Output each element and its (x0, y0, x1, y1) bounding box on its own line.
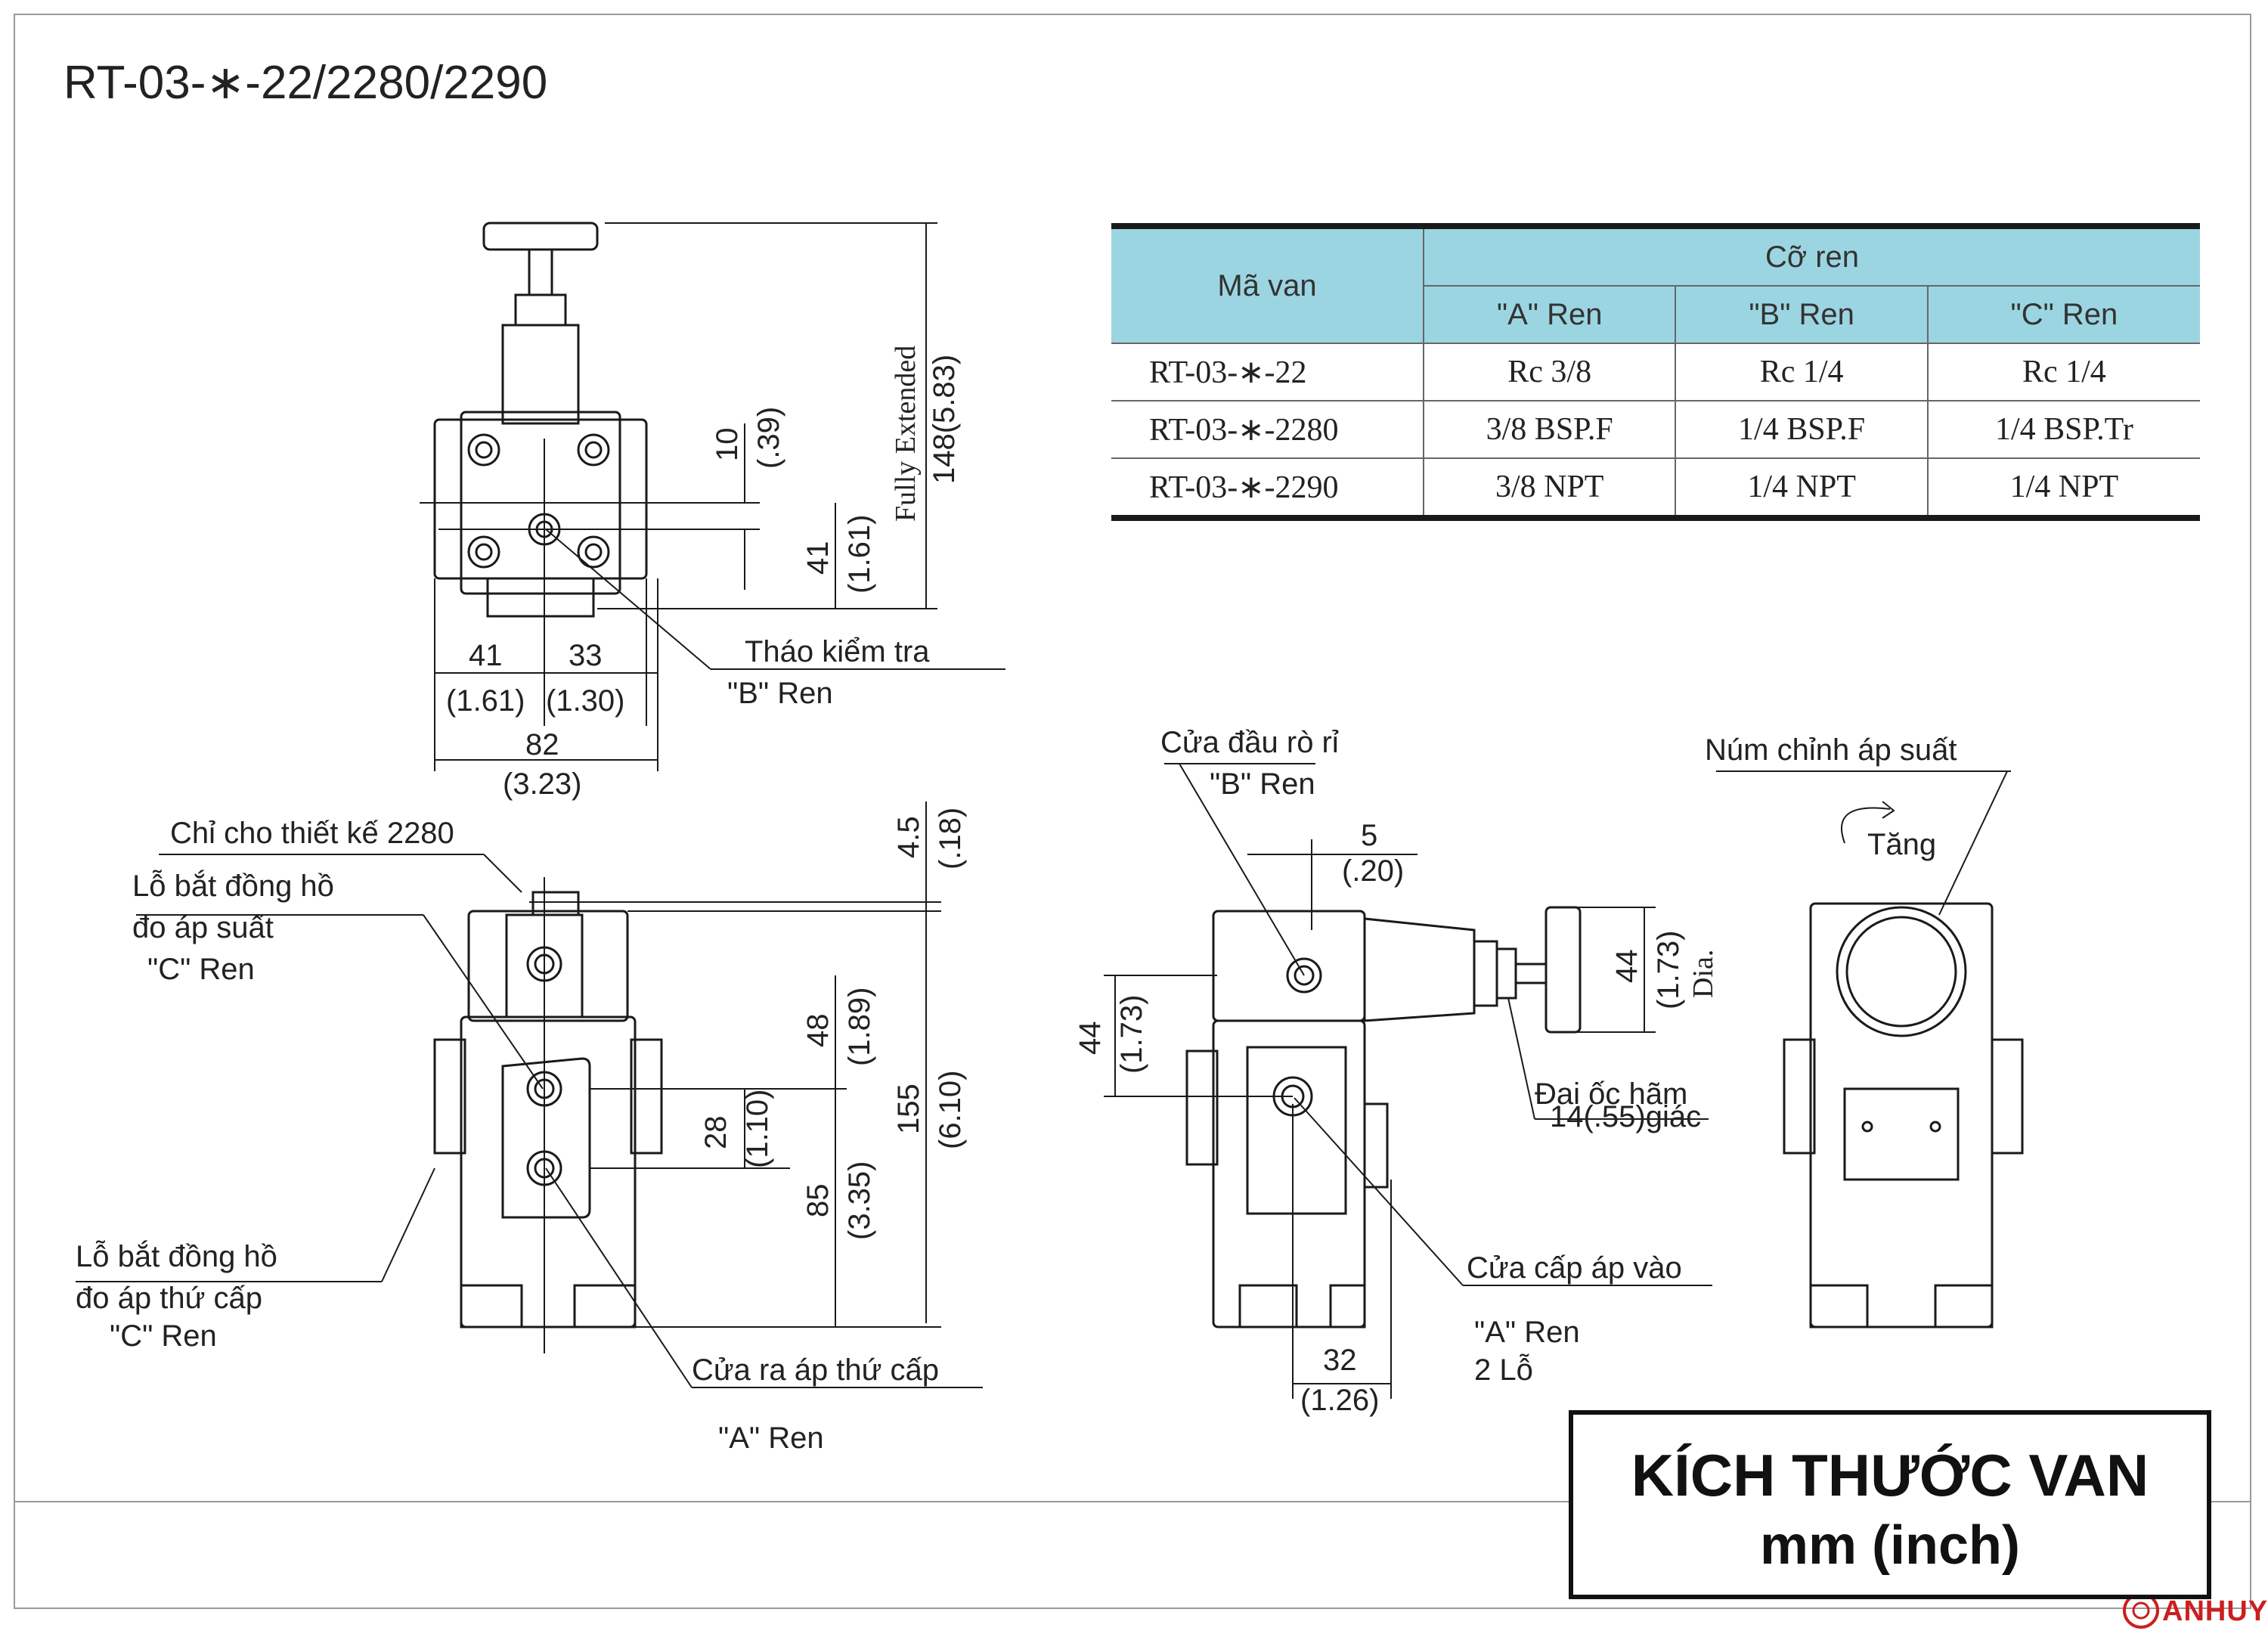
b-thread-cell: 1/4 BSP.F (1675, 400, 1929, 459)
dim-610: (6.10) (934, 1071, 967, 1150)
dim-189: (1.89) (843, 987, 876, 1067)
front-view (76, 801, 983, 1388)
dim-41-vertical: 41 (801, 541, 835, 575)
dim-110: (1.10) (741, 1090, 774, 1169)
dia-label: Dia. (1687, 950, 1719, 998)
c-thread-column-header: "C" Ren (1926, 285, 2200, 344)
thread-group-header: Cỡ ren (1423, 225, 2200, 287)
model-cell: RT-03-∗-2280 (1111, 400, 1424, 459)
c-thread-cell: 1/4 NPT (1926, 457, 2200, 519)
model-cell: RT-03-∗-2290 (1111, 457, 1424, 519)
dim-155: 155 (892, 1084, 925, 1134)
c-thread-cell: Rc 1/4 (1926, 343, 2200, 401)
dim-173: (1.73) (1652, 931, 1685, 1010)
back-view (1716, 770, 2024, 1329)
lock-nut-label-1: Đai ốc hãm (1535, 1077, 1687, 1111)
increase-label: Tăng (1867, 828, 1936, 861)
inlet-a-thread-label: "A" Ren (1474, 1316, 1580, 1349)
secondary-gauge-label-2: đo áp thứ cấp (76, 1282, 262, 1315)
dim-48: 48 (801, 1014, 835, 1048)
thread-size-table: Mã van Cỡ ren "A" Ren "B" Ren "C" Ren RT… (1111, 223, 2200, 521)
dim-148: 148(5.83) (928, 355, 961, 484)
inlet-holes-label: 2 Lỗ (1474, 1353, 1533, 1387)
knob-label: Núm chỉnh áp suất (1705, 733, 1957, 767)
dim-323: (3.23) (503, 767, 582, 801)
dim-85: 85 (801, 1184, 835, 1218)
dim-173-left: (1.73) (1115, 995, 1148, 1074)
dim-45: 4.5 (892, 816, 925, 858)
secondary-gauge-label-1: Lỗ bắt đồng hồ (76, 1239, 277, 1273)
gauge-hole-label-1: Lỗ bắt đồng hồ (132, 869, 334, 903)
gauge-hole-label-2: đo áp suất (132, 911, 274, 944)
dim-82: 82 (525, 728, 559, 761)
dim-44-left: 44 (1074, 1022, 1107, 1056)
gauge-c-thread-label: "C" Ren (147, 953, 255, 986)
dim-335: (3.35) (843, 1161, 876, 1241)
dim-126: (1.26) (1300, 1384, 1380, 1417)
table-row: RT-03-∗-2290 3/8 NPT 1/4 NPT 1/4 NPT (1111, 457, 2200, 519)
b-thread-cell: Rc 1/4 (1675, 343, 1929, 401)
top-view (420, 222, 1005, 771)
company-logo-text: ANHUY (2162, 1595, 2268, 1627)
dim-020: (.20) (1342, 854, 1404, 888)
a-thread-cell: 3/8 BSP.F (1422, 400, 1677, 459)
outlet-label: Cửa ra áp thứ cấp (692, 1353, 939, 1387)
b-thread-column-header: "B" Ren (1675, 285, 1929, 344)
outlet-a-thread-label: "A" Ren (718, 1422, 824, 1455)
drain-b-thread-label: "B" Ren (1210, 767, 1315, 801)
page-frame (14, 14, 2251, 1609)
dim-130: (1.30) (546, 684, 625, 718)
dim-10: 10 (711, 428, 744, 462)
side-view (1104, 763, 1712, 1399)
b-thread-label: "B" Ren (727, 677, 833, 710)
model-cell: RT-03-∗-22 (1111, 343, 1424, 401)
table-row: RT-03-∗-22 Rc 3/8 Rc 1/4 Rc 1/4 (1111, 343, 2200, 401)
dimension-title: KÍCH THƯỚC VAN (1631, 1442, 2149, 1508)
dim-33: 33 (569, 639, 603, 672)
inlet-label: Cửa cấp áp vào (1467, 1251, 1682, 1285)
dim-039: (.39) (752, 407, 785, 469)
dim-41: 41 (469, 639, 503, 672)
table-row: RT-03-∗-2280 3/8 BSP.F 1/4 BSP.F 1/4 BSP… (1111, 400, 2200, 459)
drain-port-label: Cửa đầu rò rỉ (1160, 726, 1339, 759)
model-column-header: Mã van (1111, 225, 1424, 344)
b-thread-cell: 1/4 NPT (1675, 457, 1929, 519)
a-thread-column-header: "A" Ren (1424, 285, 1677, 344)
page-title: RT-03-∗-22/2280/2290 (64, 57, 548, 109)
lock-nut-label-2: 14(.55)giác (1550, 1100, 1701, 1133)
a-thread-cell: Rc 3/8 (1422, 343, 1677, 401)
footer-separator (14, 1501, 2251, 1502)
a-thread-cell: 3/8 NPT (1422, 457, 1677, 519)
check-plug-label: Tháo kiểm tra (745, 635, 930, 668)
dimension-box: KÍCH THƯỚC VAN mm (inch) (1569, 1410, 2211, 1599)
dim-018: (.18) (934, 808, 967, 870)
dim-161: (1.61) (446, 684, 525, 718)
dim-161-vertical: (1.61) (843, 515, 876, 594)
dim-fully-extended: Fully Extended (890, 346, 922, 522)
dim-5: 5 (1361, 819, 1377, 852)
dim-28: 28 (699, 1116, 733, 1150)
dimension-unit: mm (inch) (1759, 1515, 2020, 1576)
c-thread-cell: 1/4 BSP.Tr (1926, 400, 2200, 459)
only-2280-label: Chỉ cho thiết kế 2280 (170, 817, 454, 850)
secondary-c-thread-label: "C" Ren (110, 1319, 217, 1353)
dim-44: 44 (1610, 950, 1644, 984)
dim-32: 32 (1323, 1344, 1357, 1377)
